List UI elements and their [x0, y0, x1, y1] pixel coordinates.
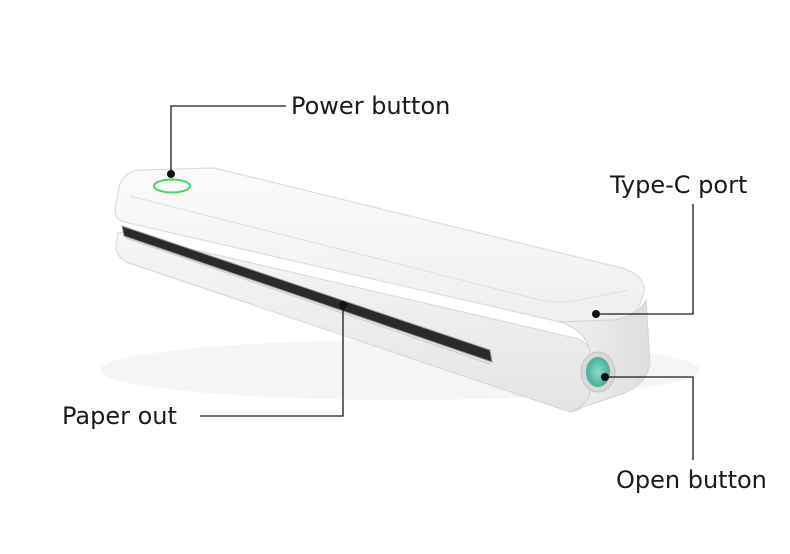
power-button-ring[interactable]: [153, 178, 191, 194]
anchor-dots: [167, 170, 609, 381]
open-button[interactable]: [586, 357, 610, 387]
label-power-button: Power button: [291, 92, 451, 120]
paper-slot-highlight: [125, 237, 491, 365]
anchor-dot-open: [601, 373, 609, 381]
printer-top-bevel: [129, 195, 629, 303]
label-paper-out: Paper out: [62, 402, 177, 430]
leader-line-typec: [596, 204, 694, 315]
leader-line-paper: [200, 305, 344, 417]
leader-line-open: [605, 376, 694, 460]
anchor-dot-typec: [592, 310, 600, 318]
anchor-dot-power: [167, 170, 175, 178]
label-type-c-port: Type-C port: [610, 171, 748, 199]
paper-slot: [121, 225, 493, 363]
leader-lines: [170, 105, 694, 460]
printer-body: [114, 167, 651, 413]
leader-line-power: [170, 105, 286, 174]
label-open-button: Open button: [616, 466, 767, 494]
anchor-dot-paper: [339, 301, 347, 309]
